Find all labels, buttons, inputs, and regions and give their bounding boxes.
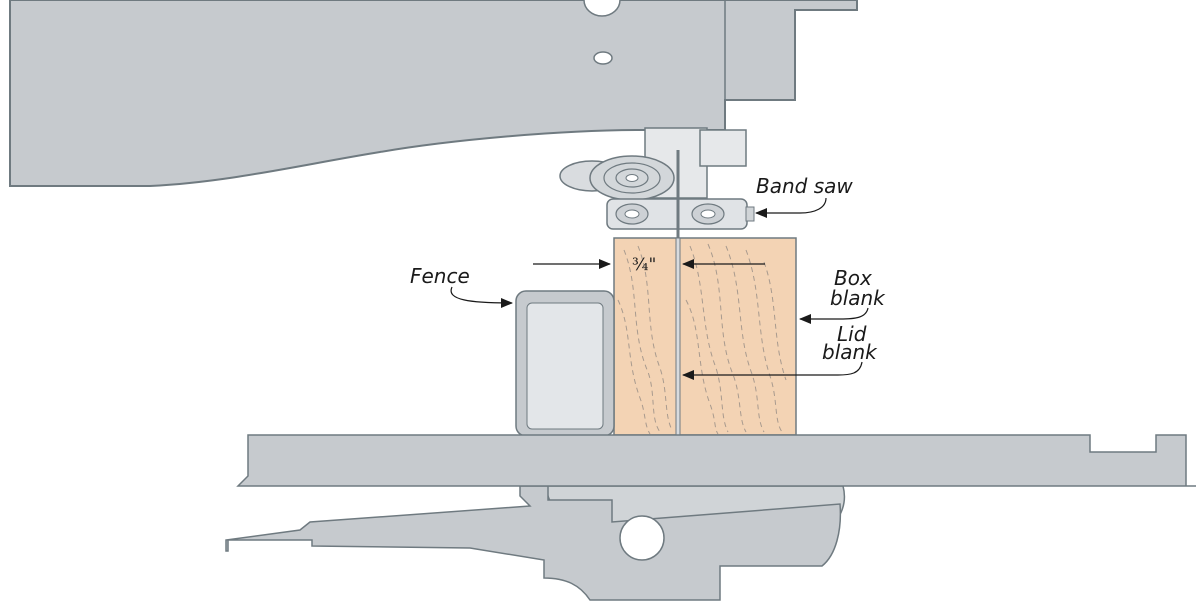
callout-band-saw: Band saw — [755, 174, 853, 218]
band-saw-label: Band saw — [756, 174, 853, 198]
dimension-label: ¾" — [632, 255, 656, 275]
table-top — [236, 434, 1196, 487]
housing-notch — [583, 0, 621, 17]
lid-blank-label-line1: Lid — [837, 322, 867, 346]
upper-housing — [9, 0, 858, 187]
band-saw-leader — [755, 197, 827, 218]
callout-box-blank: Box blank — [799, 266, 886, 324]
housing-hole — [593, 51, 613, 65]
frame-hole — [619, 515, 665, 561]
dimension-callout: ¾" — [533, 255, 765, 275]
wood-blank — [613, 150, 797, 436]
upper-arm — [9, 0, 858, 187]
guide-post-bracket — [699, 129, 747, 167]
fence-label: Fence — [410, 264, 470, 288]
blade-guide-assembly — [559, 127, 755, 230]
callout-fence: Fence — [410, 264, 513, 308]
lower-frame — [225, 485, 842, 601]
lid-blank-leader — [682, 361, 863, 380]
box-blank-label-line1: Box — [834, 266, 872, 290]
box-blank-leader — [799, 307, 869, 324]
box-blank — [613, 237, 797, 436]
box-blank-label-line2: blank — [830, 286, 886, 310]
saw-kerf — [675, 237, 681, 436]
wood-grain — [617, 243, 787, 435]
fence — [515, 290, 615, 437]
callout-lid-blank: Lid blank — [682, 322, 878, 380]
saw-table — [225, 434, 1196, 601]
lid-blank-label-line2: blank — [822, 340, 878, 364]
fence-face — [526, 302, 604, 430]
fence-leader — [450, 286, 513, 308]
